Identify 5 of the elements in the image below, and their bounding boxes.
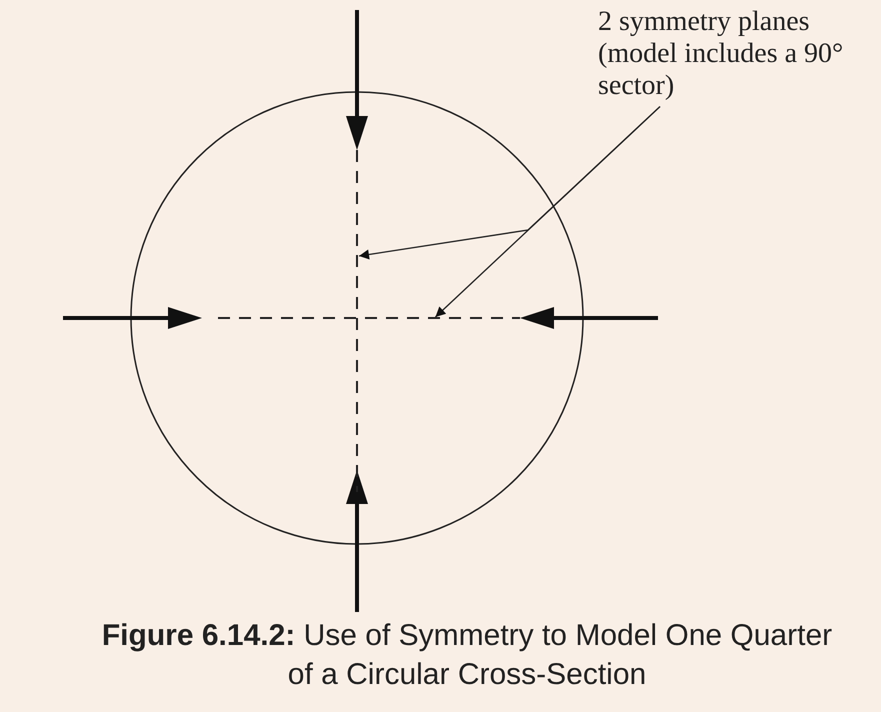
leader-line xyxy=(435,106,660,318)
symmetry-plane-line xyxy=(218,317,520,319)
figure-caption: Figure 6.14.2: Use of Symmetry to Model One Quarter of a Circular Cross-Section xyxy=(100,618,834,693)
annotation-text: 2 symmetry planes (model includes a 90° sector) xyxy=(598,6,844,103)
symmetry-plane-line xyxy=(356,150,358,492)
